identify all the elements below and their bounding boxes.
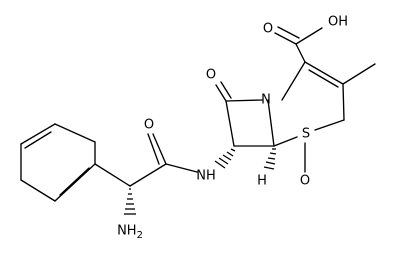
bond-c8-o-b (220, 81, 232, 99)
amine-subscript: 2 (137, 230, 143, 241)
bond-c6-n (267, 99, 275, 147)
bond-camide-o-a (152, 133, 167, 165)
lactam-oxygen-label: O (206, 68, 216, 83)
hashed-wedge-c7-nh (214, 148, 236, 169)
bond-c2-c3-outer (304, 61, 344, 85)
bond-cacid-o-double-a (274, 32, 297, 45)
bond-ring-5-6 (20, 179, 56, 202)
amide-oxygen-label: O (144, 118, 154, 133)
bond-c3-c4 (342, 83, 345, 121)
bond-c2-cacid (295, 43, 306, 63)
hashed-wedge-c6-h (263, 148, 277, 170)
bond-c3-methyl (342, 63, 376, 85)
hashed-wedge-calpha-nh2 (124, 188, 136, 215)
bond-camide-calpha (129, 163, 167, 187)
bond-n-c2 (281, 61, 306, 101)
bond-ring-3-4 (20, 123, 56, 145)
bond-calpha-cring (94, 163, 131, 187)
stereo-hydrogen-label: H (257, 174, 267, 189)
bond-c8-o-a (215, 84, 227, 102)
bond-s-c6 (273, 136, 298, 147)
bond-ring-6-1-inner (59, 167, 90, 196)
bond-ring-3-4-inner (24, 131, 52, 149)
bond-c4-s (314, 119, 345, 131)
acid-carbonyl-oxygen-label: O (263, 22, 273, 37)
ring-nitrogen-label: N (261, 93, 271, 108)
bond-cacid-oh (295, 27, 323, 45)
bond-lines (20, 26, 376, 202)
bond-c8-c7 (225, 100, 235, 147)
stereo-bonds (124, 148, 277, 215)
bond-ring-6-1 (54, 163, 96, 202)
bond-cacid-o-double-b (277, 26, 300, 39)
atom-labels: OH O O N S O H O NH NH2 (117, 15, 348, 241)
bond-c2-c3-inner (308, 69, 339, 88)
amine-label: NH2 (117, 224, 143, 241)
amide-nh-label: NH (196, 169, 216, 184)
bond-n-c8 (225, 99, 263, 102)
bond-ring-2-3 (54, 123, 96, 143)
bond-nh-camide (165, 163, 198, 173)
ring-sulfur-label: S (302, 127, 310, 142)
hydroxyl-label: OH (328, 15, 348, 30)
bond-camide-o-b (147, 133, 160, 165)
sulfoxide-oxygen-label: O (300, 174, 310, 189)
